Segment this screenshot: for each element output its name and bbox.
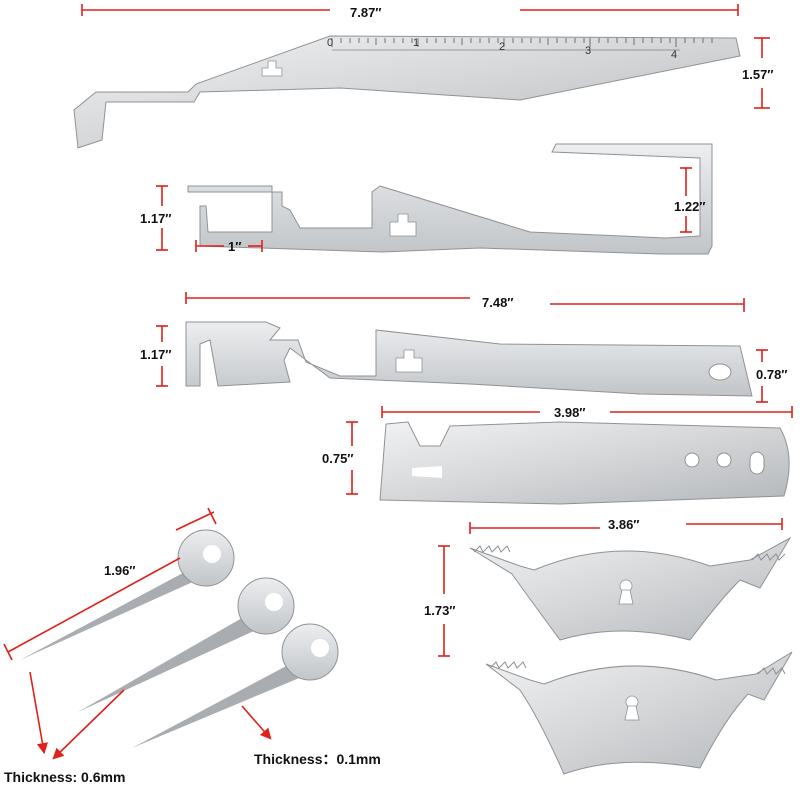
dimension-label: 1.22″	[674, 199, 706, 214]
dimension-label: 1.96″	[104, 563, 136, 578]
dimension-label: 1.57″	[742, 67, 774, 82]
dimension-label: 3.98″	[554, 405, 586, 420]
fan-pick-1	[469, 536, 792, 641]
j-hook-tool	[187, 143, 713, 255]
slot-hole	[708, 363, 732, 381]
dimension-label: 0.78″	[756, 367, 788, 382]
needle-1	[20, 529, 235, 660]
padlock-cutout-icon	[395, 349, 423, 373]
long-hook-tool	[185, 321, 753, 397]
dimension-label: 0.75″	[322, 451, 354, 466]
fan-pick-2	[485, 651, 793, 775]
ruler-number: 2	[499, 41, 506, 53]
wrench-tool	[379, 421, 790, 505]
thickness-note: Thickness：0.1mm	[254, 751, 381, 767]
needle-3	[132, 623, 339, 748]
needle-picks	[20, 529, 339, 748]
dimension-label: 7.48″	[482, 295, 514, 310]
dimension-lines	[3, 4, 793, 760]
ruler-number: 1	[413, 37, 420, 49]
padlock-cutout-icon	[389, 213, 417, 237]
dimension-label: 1.17″	[140, 211, 172, 226]
dimension-label: 1.17″	[140, 347, 172, 362]
dimension-label: 7.87″	[350, 5, 382, 20]
thickness-note: Thickness: 0.6mm	[4, 769, 126, 785]
ruler-number: 0	[327, 37, 334, 49]
ruler-number: 4	[671, 49, 678, 61]
dimension-label: 1.73″	[424, 603, 456, 618]
padlock-cutout-icon	[261, 60, 283, 77]
ruler-pick-tool	[73, 35, 741, 149]
needle-2	[78, 577, 295, 712]
ruler-number: 3	[585, 45, 592, 57]
dimension-label: 3.86″	[608, 517, 640, 532]
ruler-ticks	[331, 38, 713, 51]
dimension-label: 1″	[228, 239, 242, 254]
